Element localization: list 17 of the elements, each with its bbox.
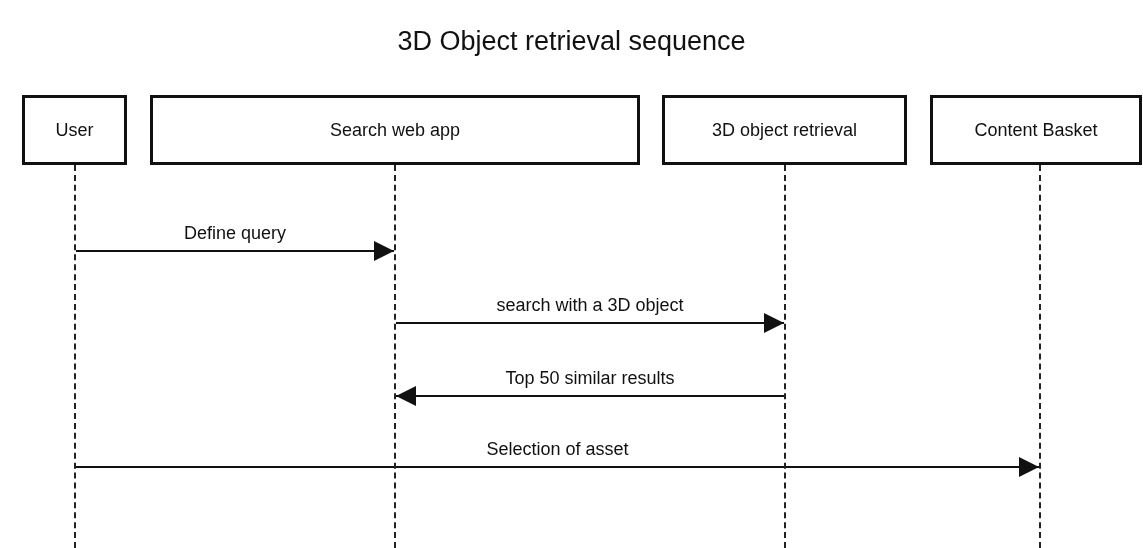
message-arrow (395, 313, 785, 333)
diagram-title: 3D Object retrieval sequence (396, 26, 747, 57)
message-arrow (395, 386, 785, 406)
lifeline (394, 165, 396, 548)
participant-label: 3D object retrieval (711, 119, 858, 141)
lifeline (1039, 165, 1041, 548)
lifeline (74, 165, 76, 548)
participant-label: Search web app (329, 119, 461, 141)
message-arrow (75, 457, 1040, 477)
participant-box (930, 95, 1142, 165)
lifeline (784, 165, 786, 548)
message-arrow (75, 241, 395, 261)
participant-label: User (55, 119, 94, 141)
participant-box (22, 95, 127, 165)
participant-label: Content Basket (974, 119, 1098, 141)
participant-box (662, 95, 907, 165)
participant-box (150, 95, 640, 165)
